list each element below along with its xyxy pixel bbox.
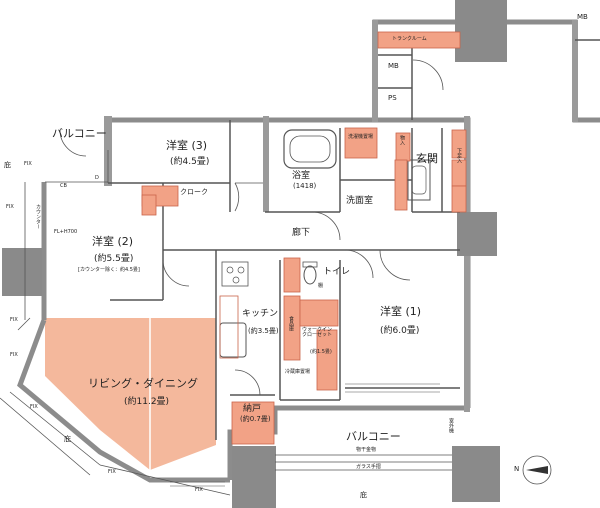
washroom-label: 洗面室 [346, 196, 374, 206]
closet-label: クローク [180, 188, 208, 196]
fridge-space-label: 冷蔵庫置場 [285, 369, 311, 375]
north-label: N [514, 465, 520, 473]
drying-rack-label: 物干金物 [356, 447, 377, 453]
balcony-lines [0, 150, 452, 496]
kitchen-sink [219, 322, 247, 358]
fix-label-3: FIX [10, 317, 18, 323]
fix-label-6: FIX [108, 469, 116, 475]
window-marks [170, 383, 440, 487]
living-dining-area [45, 318, 216, 470]
floor-level-note: FL+H700 [54, 229, 78, 235]
bath-size: (1418) [293, 182, 317, 190]
shoe-storage-label: 下足入 [456, 148, 462, 163]
western-room-3-label: 洋室 (3) [166, 139, 208, 152]
walkin-closet-size: (約1.5畳) [310, 349, 332, 355]
bathtub [283, 129, 337, 169]
fix-label-1: FIX [24, 161, 32, 167]
balcony-south-label: バルコニー [346, 430, 401, 443]
columns [2, 0, 507, 508]
interior-walls [108, 35, 600, 440]
western-room-1-size: (約6.0畳) [380, 326, 420, 336]
fix-label-4: FIX [10, 352, 18, 358]
balcony-nw-label: バルコニー [52, 127, 107, 140]
storage-size: (約0.7畳) [240, 415, 271, 423]
western-room-2-label: 洋室 (2) [92, 235, 134, 248]
walkin-closet-label: ウォークインクローゼット [302, 327, 333, 338]
fix-label-5: FIX [30, 404, 38, 410]
cb-label: CB [60, 183, 67, 189]
food-storage-label: 食品庫 [288, 316, 294, 331]
western-room-2-size: (約5.5畳) [94, 254, 134, 264]
kitchen-size: (約3.5畳) [248, 327, 279, 335]
kitchen-label: キッチン [242, 309, 279, 319]
western-room-2-note: [カウンター除く：約4.5畳] [78, 267, 140, 273]
fix-label-7: FIX [195, 487, 203, 493]
fix-label-2: FIX [6, 204, 14, 210]
trunk-room-label: トランクルーム [392, 36, 427, 42]
shelf-label: 棚 [318, 283, 324, 289]
garden-label-1: 庇 [4, 161, 11, 169]
living-dining-label: リビング・ダイニング [88, 377, 198, 390]
glass-railing-label: ガラス手摺 [356, 464, 381, 470]
garden-label-3: 庇 [360, 491, 367, 499]
garden-label-2: 庇 [64, 435, 71, 443]
doors [59, 59, 444, 396]
counter-label: カウンター [35, 204, 41, 229]
north-arrow-icon [522, 455, 552, 485]
door-d-label: D [95, 175, 99, 181]
storage-units [141, 31, 467, 445]
toilet-bowl [303, 265, 317, 285]
ac-unit-label: 室外機 [448, 418, 454, 433]
ps-label: PS [388, 94, 397, 102]
wash-basin [407, 159, 431, 201]
mb-label-1: MB [577, 13, 588, 21]
mb-label-2: MB [388, 62, 399, 70]
living-dining-size: (約11.2畳) [124, 397, 170, 407]
western-room-3-size: (約4.5畳) [170, 157, 210, 167]
hallway-label: 廊下 [292, 228, 311, 238]
bath-label: 浴室 [292, 171, 311, 181]
entrance-label: 玄関 [416, 152, 438, 165]
linen-storage-label: 物入 [399, 135, 405, 145]
laundry-label: 洗濯機置場 [348, 134, 374, 140]
toilet-label: トイレ [323, 267, 351, 277]
storage-label: 納戸 [243, 404, 262, 414]
stove [221, 261, 249, 287]
western-room-1-label: 洋室 (1) [380, 305, 422, 318]
